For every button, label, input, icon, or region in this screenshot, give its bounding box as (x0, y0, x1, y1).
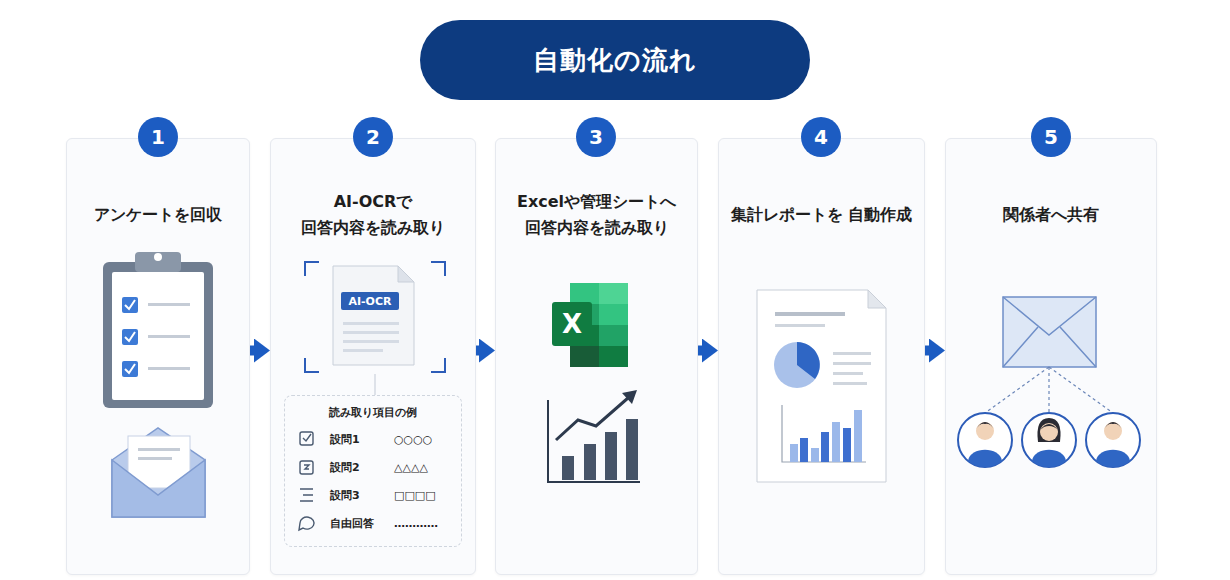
step-card: 集計レポートを 自動作成 (718, 138, 925, 575)
field-item: 設問1 (330, 432, 394, 447)
card-heading: アンケートを回収 (73, 184, 243, 246)
title-pill: 自動化の流れ (420, 20, 810, 100)
step-number: 2 (353, 117, 393, 157)
field-list: 設問1○○○○ 設問2△△△△ 設問3□□□□ 自由回答………… (330, 425, 457, 537)
step-number-text: 4 (814, 125, 828, 149)
step-card: Excelや管理シートへ 回答内容を読み取り X (495, 138, 698, 575)
field-item: ………… (394, 517, 457, 530)
ocr-badge-text: AI-OCR (348, 295, 391, 308)
field-item: 自由回答 (330, 516, 394, 531)
step-label: 関係者へ共有 (1003, 202, 1099, 228)
example-heading: 読み取り項目の例 (329, 406, 417, 419)
step-number: 1 (138, 117, 178, 157)
field-item: 設問2 (330, 460, 394, 475)
step-number: 4 (801, 117, 841, 157)
step-label: 集計レポートを 自動作成 (731, 202, 913, 228)
field-item: 設問3 (330, 488, 394, 503)
card-heading: Excelや管理シートへ 回答内容を読み取り (502, 184, 691, 246)
card-heading: AI-OCRで 回答内容を読み取り (277, 184, 469, 246)
field-item: △△△△ (394, 461, 457, 474)
flow-arrow (698, 346, 708, 356)
step-number: 3 (576, 117, 616, 157)
step-number-text: 1 (151, 125, 165, 149)
step-label: AI-OCRで 回答内容を読み取り (277, 189, 469, 241)
step-number: 5 (1031, 117, 1071, 157)
step-card: 関係者へ共有 (945, 138, 1157, 575)
step-number-text: 5 (1044, 125, 1058, 149)
excel-mark: X (552, 302, 592, 346)
card-heading: 関係者へ共有 (952, 184, 1150, 246)
step-card: アンケートを回収 (66, 138, 250, 575)
excel-mark-text: X (562, 309, 582, 339)
title-text: 自動化の流れ (533, 43, 697, 78)
field-item: □□□□ (394, 489, 457, 502)
step-label: Excelや管理シートへ 回答内容を読み取り (502, 189, 691, 241)
flow-arrow (476, 346, 485, 356)
card-heading: 集計レポートを 自動作成 (725, 184, 918, 246)
flow-arrow (925, 346, 935, 356)
box-heading: 読み取り項目の例 (285, 404, 461, 422)
flow-arrow (250, 346, 260, 356)
step-number-text: 2 (366, 125, 380, 149)
step-label: アンケートを回収 (94, 202, 222, 228)
field-example-box: 読み取り項目の例設問1○○○○ 設問2△△△△ 設問3□□□□ 自由回答………… (284, 395, 462, 547)
step-card: AI-OCRで 回答内容を読み取りAI-OCR読み取り項目の例設問1○○○○設問… (270, 138, 476, 575)
step-number-text: 3 (589, 125, 603, 149)
ocr-badge: AI-OCR (341, 292, 399, 310)
field-item: ○○○○ (394, 433, 457, 446)
